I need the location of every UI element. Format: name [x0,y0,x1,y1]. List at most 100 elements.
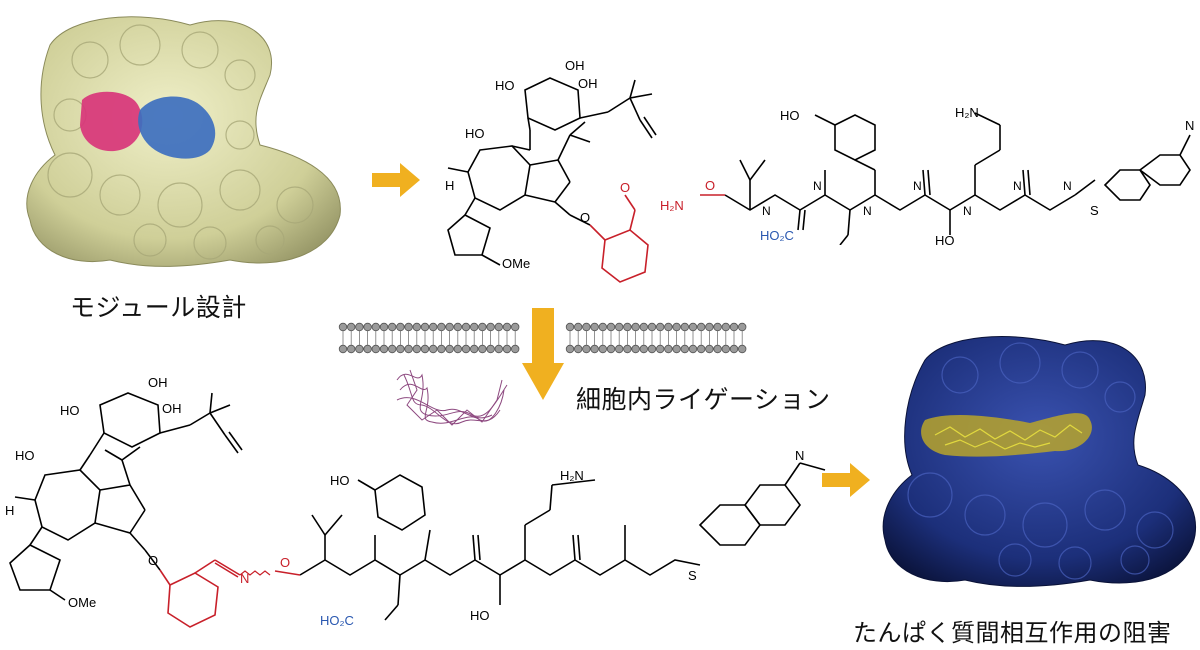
lipid-head [623,344,632,354]
lipid-head [338,322,348,332]
label-ho-2: HO [465,126,485,141]
lipid-head [721,344,730,354]
label-n-7: N [1063,179,1072,193]
lipid-head [404,322,413,332]
label-o-2: O [148,553,158,568]
label-s-2: S [688,568,697,583]
lipid-head [737,322,747,332]
label-o-red: O [705,178,715,193]
lipid-head [680,344,689,354]
lipid-head [623,322,632,332]
lipid-head [705,344,714,354]
label-h: H [445,178,454,193]
lipid-head [721,322,730,332]
lipid-head [396,322,405,332]
lipid-head [469,322,479,332]
label-ho2c: HO₂C [760,228,794,243]
label-oh-3: OH [148,375,168,390]
lipid-head [565,322,575,332]
surface-bumps [47,24,314,260]
label-ho-tyr: HO [780,108,800,123]
lipid-head [420,344,430,354]
lipid-head [404,344,413,354]
ligated-conjugate-structure: OH HO OH HO H OMe O N O HO₂C HO H₂N HO S… [5,375,826,628]
lipid-head [379,344,389,354]
lipid-head [502,322,512,332]
pink-binding-patch [80,91,143,152]
lipid-head [412,322,421,332]
lipid-head [478,344,487,354]
label-n-6: N [1013,179,1022,193]
label-ho-4: HO [15,448,35,463]
membrane-bilayer-right [565,322,747,354]
lipid-head [606,322,616,332]
lipid-head [615,344,624,354]
lipid-head [664,322,673,332]
lipid-head [696,322,706,332]
navy-surface-bumps [907,342,1174,580]
label-n-4: N [913,179,922,193]
lipid-head [672,322,681,332]
caption-intracellular-ligation: 細胞内ライゲーション [576,385,831,414]
lipid-head [420,322,430,332]
label-h2n-o: H₂N [660,198,684,213]
lipid-head [388,344,397,354]
lipid-head [371,322,380,332]
lipid-head [598,322,607,332]
lipid-head [680,322,689,332]
lipid-head [510,344,520,354]
purple-protein-ribbon [396,369,508,426]
lipid-head [355,344,364,354]
lipid-head [598,344,607,354]
lipid-head [688,344,698,354]
label-o-red-2: O [280,555,290,570]
lipid-head [346,322,356,332]
lipid-head [631,322,640,332]
lipid-head [412,344,421,354]
label-n-3: N [863,204,872,218]
lipid-head [696,344,706,354]
lipid-head [494,322,503,332]
label-n-dimethyl-2: N [795,448,804,463]
lipid-head [590,322,599,332]
lipid-head [502,344,512,354]
arrow-right-top [372,163,420,197]
label-h2n-gln-2: H₂N [560,468,584,483]
lipid-head [478,322,487,332]
label-aldehyde-o: O [620,180,630,195]
lipid-head [582,344,591,354]
arrow-right-bottom [822,463,870,497]
lipid-head [737,344,747,354]
lipid-head [655,344,665,354]
lipid-head [565,344,575,354]
lipid-head [428,322,438,332]
lipid-head [437,322,446,332]
yellow-protein-surface [26,16,341,267]
label-ho2c-2: HO₂C [320,613,354,628]
lipid-head [338,344,348,354]
ligand-sticks [934,424,1083,450]
label-oh-1: OH [565,58,585,73]
lipid-head [445,344,454,354]
lipid-head [729,322,739,332]
lipid-head [461,344,471,354]
caption-ppi-inhibition: たんぱく質間相互作用の阻害 [853,619,1172,647]
label-n-1: N [762,204,771,218]
label-ho-tyr-2: HO [330,473,350,488]
lipid-head [469,344,479,354]
lipid-head [573,322,583,332]
navy-protein-complex [882,336,1197,587]
lipid-head [510,322,520,332]
peptide-probe-structure: H₂N O HO₂C HO H₂N N N N N N N N S HO N [660,105,1194,245]
label-ome-2: OMe [68,595,96,610]
label-n-red: N [240,571,249,586]
lipid-head [688,322,698,332]
label-ho-1: HO [495,78,515,93]
lipid-head [355,322,364,332]
lipid-head [363,322,372,332]
lipid-head [713,344,722,354]
blue-binding-patch [138,96,216,159]
lipid-head [453,344,462,354]
label-ome: OMe [502,256,530,271]
label-n-2: N [813,179,822,193]
